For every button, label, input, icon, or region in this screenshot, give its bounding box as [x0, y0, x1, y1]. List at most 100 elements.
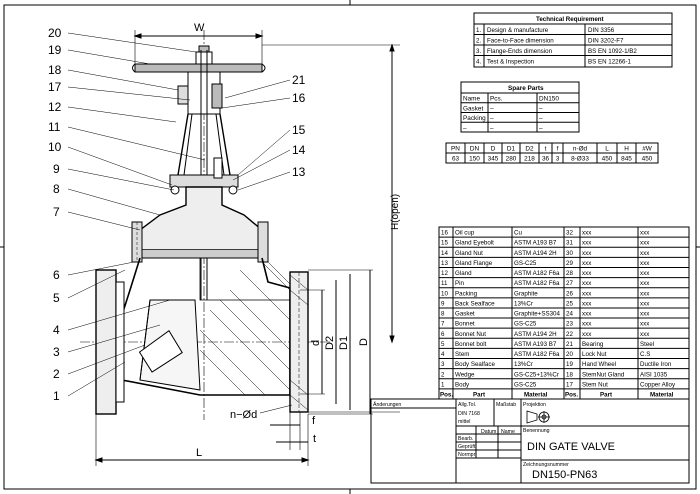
parts-header-cell: Pos.	[565, 392, 578, 399]
parts-cell: 3	[441, 361, 445, 368]
svg-text:Name: Name	[501, 429, 515, 435]
dimension-table: PN DN D D1 D2 t f n-Ød L H #W 63 150 345…	[445, 142, 659, 164]
svg-text:Face-to-Face dimension: Face-to-Face dimension	[487, 38, 554, 45]
parts-header-cell: Material	[650, 392, 674, 399]
svg-text:#W: #W	[642, 146, 653, 153]
parts-cell: Steel	[640, 341, 654, 348]
parts-cell: Body Sealface	[455, 361, 495, 368]
parts-cell: 7	[441, 321, 445, 328]
parts-cell: Bearing	[582, 341, 604, 348]
svg-text:–: –	[463, 125, 467, 132]
spare-parts-title: Spare Parts	[508, 85, 544, 92]
svg-text:845: 845	[621, 156, 632, 163]
parts-cell: xxx	[640, 311, 650, 318]
svg-text:DN150: DN150	[539, 96, 559, 103]
parts-header-cell: Pos.	[440, 392, 453, 399]
svg-text:345: 345	[488, 156, 499, 163]
parts-cell: Wedge	[455, 371, 475, 378]
callout-2: 2	[53, 367, 60, 381]
svg-text:Projektion: Projektion	[523, 402, 546, 408]
parts-cell: Gland Nut	[455, 250, 483, 257]
parts-cell: Oil cup	[455, 230, 475, 237]
projection-symbol-icon	[526, 410, 550, 424]
dim-d-outer: D	[358, 338, 370, 346]
parts-cell: xxx	[640, 230, 650, 237]
parts-cell: 28	[566, 270, 573, 277]
parts-cell: 13%Cr	[514, 361, 533, 368]
parts-cell: C.S	[640, 351, 650, 358]
svg-text:H: H	[624, 146, 629, 153]
callout-3: 3	[53, 345, 60, 359]
parts-cell: ASTM A182 F6a	[514, 351, 560, 358]
svg-text:mittel: mittel	[458, 419, 470, 425]
parts-cell: 15	[441, 240, 448, 247]
parts-cell: Gasket	[455, 311, 475, 318]
callout-16: 16	[292, 91, 306, 105]
dim-d: d	[310, 340, 322, 346]
parts-cell: 20	[566, 351, 573, 358]
svg-text:8-Ø33: 8-Ø33	[571, 156, 589, 163]
callout-4: 4	[53, 323, 60, 337]
parts-cell: StemNut Gland	[582, 371, 625, 378]
svg-text:DIN 7168: DIN 7168	[458, 411, 480, 417]
svg-text:D: D	[491, 146, 496, 153]
svg-text:Geprüft: Geprüft	[458, 444, 476, 450]
tech-req-title: Technical Requirement	[536, 16, 604, 23]
svg-text:3: 3	[556, 156, 560, 163]
parts-cell: xxx	[640, 250, 650, 257]
parts-cell: xxx	[582, 280, 592, 287]
parts-cell: ASTM A193 B7	[514, 341, 557, 348]
svg-text:Allg.Tol.: Allg.Tol.	[458, 402, 476, 408]
parts-cell: 25	[566, 300, 573, 307]
dim-holes: n−Ød	[230, 409, 257, 421]
parts-cell: xxx	[640, 321, 650, 328]
callout-14: 14	[292, 143, 306, 157]
parts-cell: 9	[441, 300, 445, 307]
svg-text:PN: PN	[451, 146, 460, 153]
callout-9: 9	[53, 162, 60, 176]
svg-text:280: 280	[506, 156, 517, 163]
callout-20: 20	[48, 26, 62, 40]
parts-cell: xxx	[640, 260, 650, 267]
svg-text:450: 450	[602, 156, 613, 163]
svg-text:DN: DN	[470, 146, 480, 153]
parts-cell: Cu	[514, 230, 522, 237]
svg-text:L: L	[605, 146, 609, 153]
parts-cell: Gland Eyebolt	[455, 240, 494, 247]
parts-cell: Body	[455, 381, 470, 388]
parts-cell: xxx	[582, 290, 592, 297]
parts-cell: Bonnet	[455, 321, 475, 328]
parts-cell: 1	[441, 381, 445, 388]
svg-text:1.: 1.	[476, 27, 481, 34]
parts-cell: 6	[441, 331, 445, 338]
svg-text:3.: 3.	[476, 48, 481, 55]
svg-text:Maßstab: Maßstab	[496, 402, 516, 408]
svg-text:D1: D1	[507, 146, 516, 153]
parts-cell: 27	[566, 280, 573, 287]
dim-w: W	[194, 22, 205, 34]
parts-cell: 8	[441, 311, 445, 318]
parts-cell: Back Sealface	[455, 300, 495, 307]
parts-cell: Bonnet bolt	[455, 341, 487, 348]
svg-text:150: 150	[469, 156, 480, 163]
svg-text:Flange-Ends dimension: Flange-Ends dimension	[487, 48, 553, 55]
svg-text:–: –	[490, 125, 494, 132]
svg-text:450: 450	[642, 156, 653, 163]
svg-text:–: –	[490, 105, 494, 112]
callout-1: 1	[53, 389, 60, 403]
parts-cell: Gland	[455, 270, 472, 277]
parts-cell: 32	[566, 230, 573, 237]
parts-cell: GS-C25	[514, 381, 537, 388]
parts-cell: 23	[566, 321, 573, 328]
parts-cell: xxx	[640, 290, 650, 297]
callout-6: 6	[53, 268, 60, 282]
svg-text:–: –	[539, 105, 543, 112]
parts-cell: AISI 1035	[640, 371, 668, 378]
parts-cell: GS-C25	[514, 321, 537, 328]
parts-cell: 11	[441, 280, 448, 287]
parts-cell: xxx	[640, 240, 650, 247]
callout-7: 7	[53, 205, 60, 219]
dim-l: L	[196, 447, 202, 459]
